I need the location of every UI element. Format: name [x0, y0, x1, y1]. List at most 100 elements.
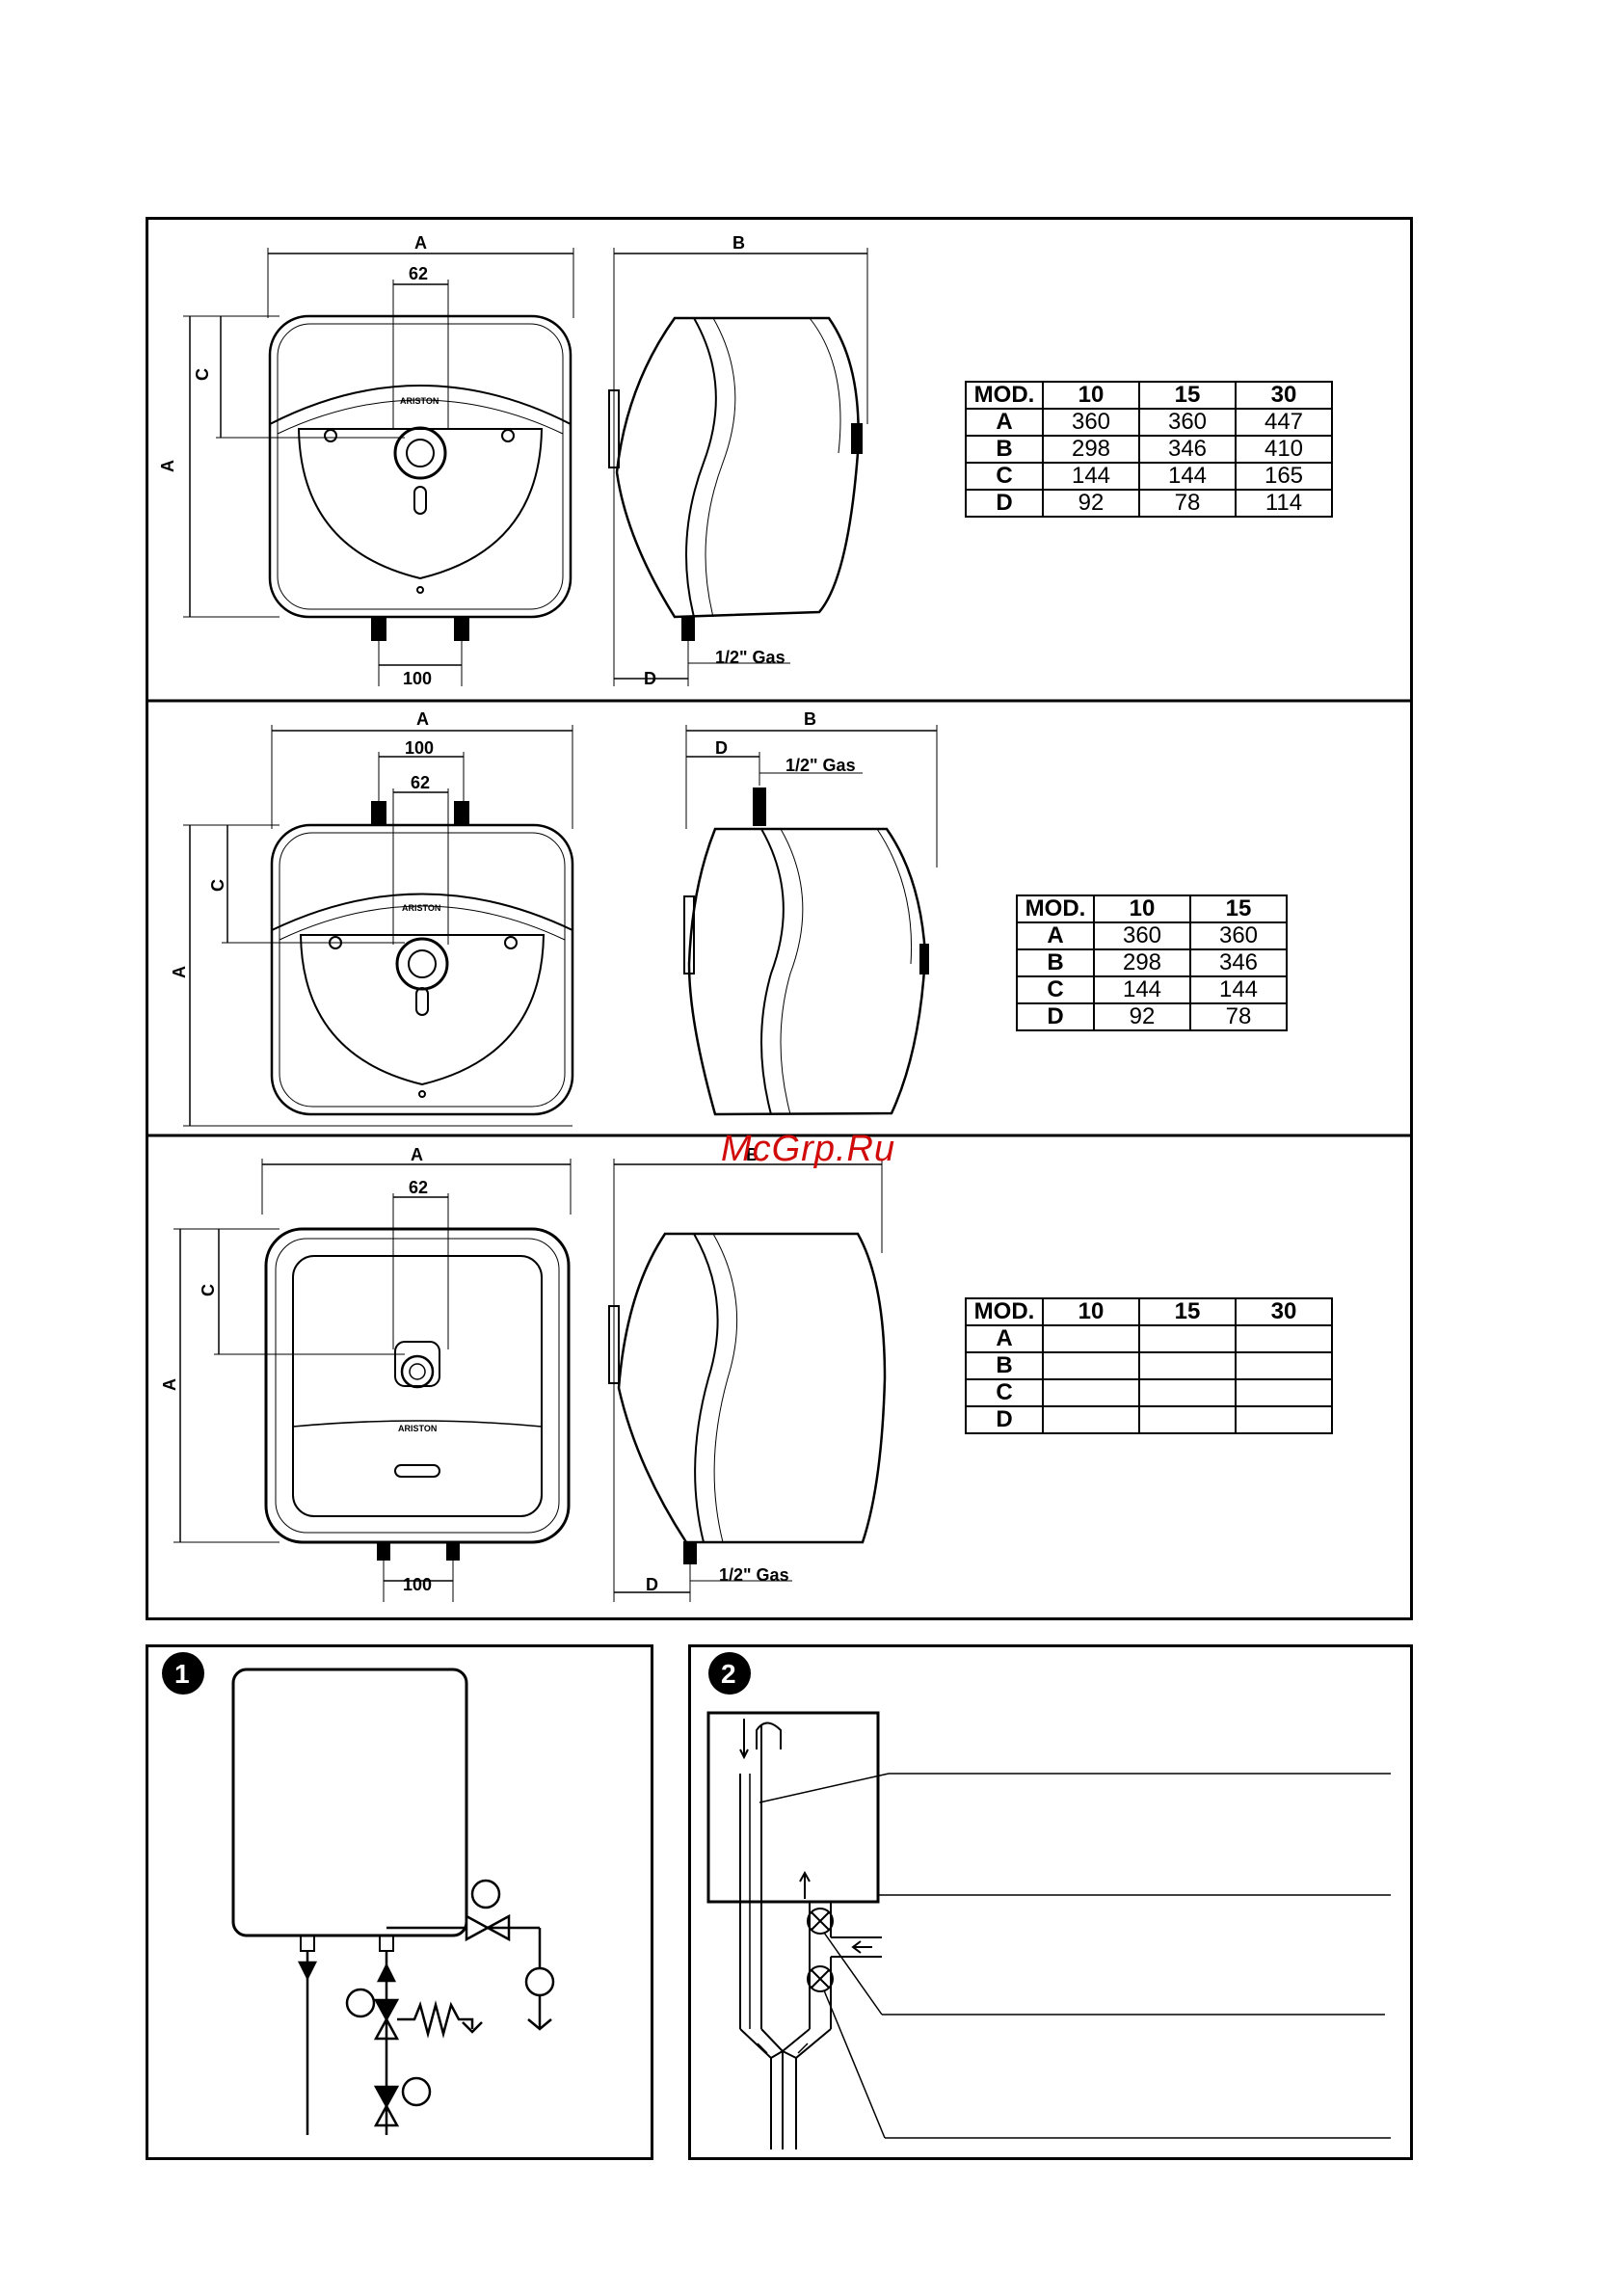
- table-row: C 144 144 165: [966, 463, 1332, 490]
- table-row: C 144 144: [1017, 976, 1287, 1003]
- table-row-label: D: [1017, 1003, 1094, 1030]
- dim-a-vertical-label-3: A: [160, 1378, 179, 1391]
- section-1-front-view: [183, 248, 573, 686]
- figure-2-diagram: [708, 1652, 1391, 2149]
- table-row-label: B: [966, 1352, 1043, 1379]
- table-cell: 78: [1139, 490, 1236, 517]
- table-row: D 92 78: [1017, 1003, 1287, 1030]
- dim-d-label-2: D: [715, 738, 728, 758]
- table-header-cell: MOD.: [1017, 895, 1094, 922]
- table-header-cell: 15: [1139, 1298, 1236, 1325]
- table-cell: [1236, 1406, 1332, 1433]
- table-cell: 298: [1094, 949, 1190, 976]
- figure-2-number: 2: [721, 1659, 736, 1689]
- gas-label-1: 1/2" Gas: [715, 648, 785, 667]
- table-row: D: [966, 1406, 1332, 1433]
- table-row-label: B: [1017, 949, 1094, 976]
- table-cell: [1043, 1325, 1139, 1352]
- dim-62-label-1: 62: [409, 264, 428, 283]
- table-row: B 298 346 410: [966, 436, 1332, 463]
- table-cell: 92: [1043, 490, 1139, 517]
- table-row-label: A: [966, 1325, 1043, 1352]
- dim-62-label-2: 62: [411, 773, 430, 792]
- brand-label-1: ARISTON: [400, 396, 439, 406]
- table-cell: 346: [1139, 436, 1236, 463]
- dim-a-label-2: A: [416, 709, 429, 729]
- table-header-cell: 10: [1094, 895, 1190, 922]
- table-cell: 144: [1190, 976, 1287, 1003]
- dim-62-label-3: 62: [409, 1178, 428, 1197]
- table-row-label: C: [1017, 976, 1094, 1003]
- table-row: MOD. 10 15 30: [966, 1298, 1332, 1325]
- dim-c-label-3: C: [199, 1284, 218, 1296]
- table-row: A: [966, 1325, 1332, 1352]
- table-row-label: D: [966, 1406, 1043, 1433]
- section-2-side-view: [684, 725, 937, 1114]
- figure-1-number: 1: [174, 1659, 190, 1689]
- dim-d-label-3: D: [646, 1575, 658, 1594]
- dim-100-label-3: 100: [403, 1575, 432, 1594]
- table-header-cell: 15: [1139, 382, 1236, 409]
- dim-d-label-1: D: [644, 669, 656, 688]
- spec-table-2: MOD. 10 15 A 360 360 B 298 346 C 144 144…: [1016, 894, 1288, 1031]
- brand-label-2: ARISTON: [402, 903, 440, 913]
- table-cell: [1043, 1379, 1139, 1406]
- table-row-label: C: [966, 1379, 1043, 1406]
- table-cell: [1236, 1352, 1332, 1379]
- table-cell: 144: [1043, 463, 1139, 490]
- table-cell: [1139, 1352, 1236, 1379]
- table-cell: 78: [1190, 1003, 1287, 1030]
- section-1-side-view: [609, 248, 867, 686]
- section-3-side-view: [609, 1159, 885, 1602]
- table-cell: [1139, 1379, 1236, 1406]
- dim-c-label-2: C: [208, 879, 227, 892]
- table-cell: [1139, 1325, 1236, 1352]
- table-row: C: [966, 1379, 1332, 1406]
- table-header-cell: 30: [1236, 1298, 1332, 1325]
- table-cell: 92: [1094, 1003, 1190, 1030]
- table-cell: 410: [1236, 436, 1332, 463]
- table-cell: [1236, 1379, 1332, 1406]
- table-cell: [1043, 1406, 1139, 1433]
- table-header-cell: MOD.: [966, 1298, 1043, 1325]
- table-row-label: D: [966, 490, 1043, 517]
- figure-1-diagram: [162, 1652, 553, 2135]
- table-cell: 360: [1043, 409, 1139, 436]
- dim-a-label-3: A: [411, 1145, 423, 1164]
- table-cell: 447: [1236, 409, 1332, 436]
- table-cell: [1139, 1406, 1236, 1433]
- watermark-text: McGrp.Ru: [721, 1129, 895, 1169]
- table-cell: 144: [1094, 976, 1190, 1003]
- section-2-front-view: [183, 725, 572, 1126]
- table-header-cell: 10: [1043, 382, 1139, 409]
- table-cell: 360: [1094, 922, 1190, 949]
- table-cell: 360: [1190, 922, 1287, 949]
- table-row: A 360 360 447: [966, 409, 1332, 436]
- dim-b-label-1: B: [732, 233, 745, 253]
- table-cell: 346: [1190, 949, 1287, 976]
- table-cell: 114: [1236, 490, 1332, 517]
- brand-label-3: ARISTON: [398, 1424, 437, 1433]
- spec-table-3: MOD. 10 15 30 A B C D: [965, 1297, 1333, 1434]
- table-header-cell: 30: [1236, 382, 1332, 409]
- dim-100-label-2: 100: [405, 738, 434, 758]
- dim-100-label-1: 100: [403, 669, 432, 688]
- table-row: B: [966, 1352, 1332, 1379]
- dim-a-vertical-label-1: A: [158, 460, 177, 472]
- dim-b-label-2: B: [804, 709, 816, 729]
- table-cell: [1043, 1352, 1139, 1379]
- dim-a-vertical-label-2: A: [170, 966, 189, 978]
- table-row-label: A: [966, 409, 1043, 436]
- table-cell: 165: [1236, 463, 1332, 490]
- table-cell: [1236, 1325, 1332, 1352]
- table-row: D 92 78 114: [966, 490, 1332, 517]
- table-cell: 360: [1139, 409, 1236, 436]
- gas-label-2: 1/2" Gas: [785, 756, 856, 775]
- table-header-cell: MOD.: [966, 382, 1043, 409]
- table-header-cell: 10: [1043, 1298, 1139, 1325]
- table-cell: 298: [1043, 436, 1139, 463]
- gas-label-3: 1/2" Gas: [719, 1565, 789, 1585]
- table-header-cell: 15: [1190, 895, 1287, 922]
- dim-a-label-1: A: [414, 233, 427, 253]
